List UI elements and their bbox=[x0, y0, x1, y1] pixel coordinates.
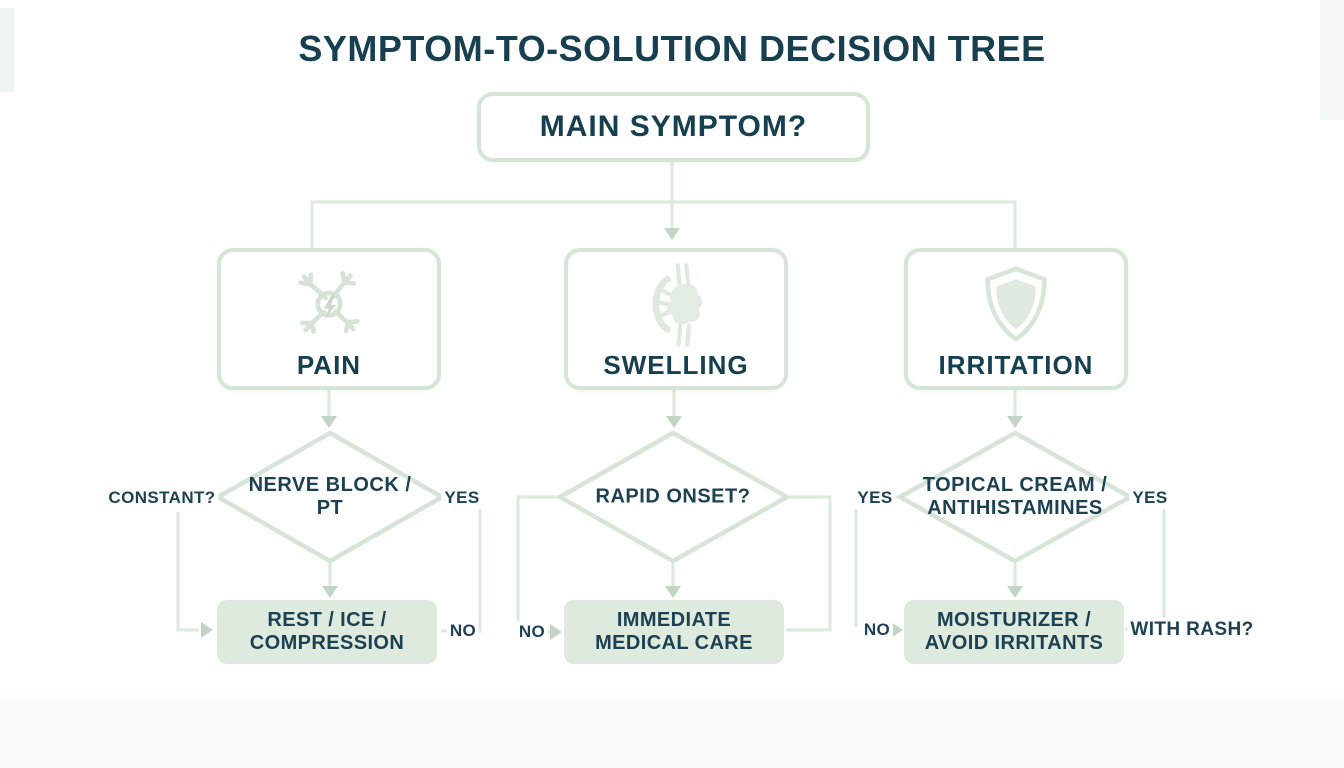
swollen-joint-icon bbox=[652, 263, 703, 347]
solution-node-immediate-medical-care: IMMEDIATE MEDICAL CARE bbox=[564, 600, 784, 664]
shield-icon bbox=[985, 266, 1047, 342]
edge-label-yes-irritation-right: YES bbox=[1129, 487, 1171, 509]
edge-label-no-swelling: NO bbox=[515, 621, 549, 643]
decision-diamonds bbox=[215, 430, 1133, 564]
main-symptom-label: MAIN SYMPTOM? bbox=[539, 110, 808, 143]
solution-node-moisturizer-avoid-irritants: MOISTURIZER / AVOID IRRITANTS bbox=[904, 600, 1124, 664]
symptom-label-pain: PAIN bbox=[296, 350, 362, 380]
decision-label-swelling: RAPID ONSET? bbox=[595, 485, 751, 508]
swelling-decision-diamond bbox=[557, 430, 790, 564]
decision-label-irritation: TOPICAL CREAM / ANTIHISTAMINES bbox=[922, 474, 1108, 519]
irritation-decision-diamond bbox=[897, 430, 1133, 564]
symptom-node-swelling: SWELLING bbox=[564, 248, 788, 390]
edge-label-no-pain: NO bbox=[446, 620, 480, 642]
edge-label-yes-irritation-left: YES bbox=[854, 487, 896, 509]
solution-node-rest-ice-compression: REST / ICE / COMPRESSION bbox=[217, 600, 437, 664]
nerve-pain-icon bbox=[298, 270, 360, 335]
symptom-node-pain: PAIN bbox=[217, 248, 441, 390]
main-symptom-node: MAIN SYMPTOM? bbox=[477, 92, 870, 162]
page-title: SYMPTOM-TO-SOLUTION DECISION TREE bbox=[298, 28, 1046, 69]
symptom-label-irritation: IRRITATION bbox=[938, 350, 1094, 380]
symptom-label-swelling: SWELLING bbox=[603, 350, 749, 380]
symptom-node-irritation: IRRITATION bbox=[904, 248, 1128, 390]
edge-label-constant: CONSTANT? bbox=[105, 487, 219, 509]
edge-label-no-irritation: NO bbox=[860, 619, 894, 641]
decision-label-pain: NERVE BLOCK / PT bbox=[248, 474, 412, 519]
pain-decision-diamond bbox=[215, 430, 445, 564]
arrowheads bbox=[201, 228, 1023, 640]
edge-label-with-rash: WITH RASH? bbox=[1127, 618, 1257, 642]
edge-label-yes-pain: YES bbox=[441, 487, 483, 509]
